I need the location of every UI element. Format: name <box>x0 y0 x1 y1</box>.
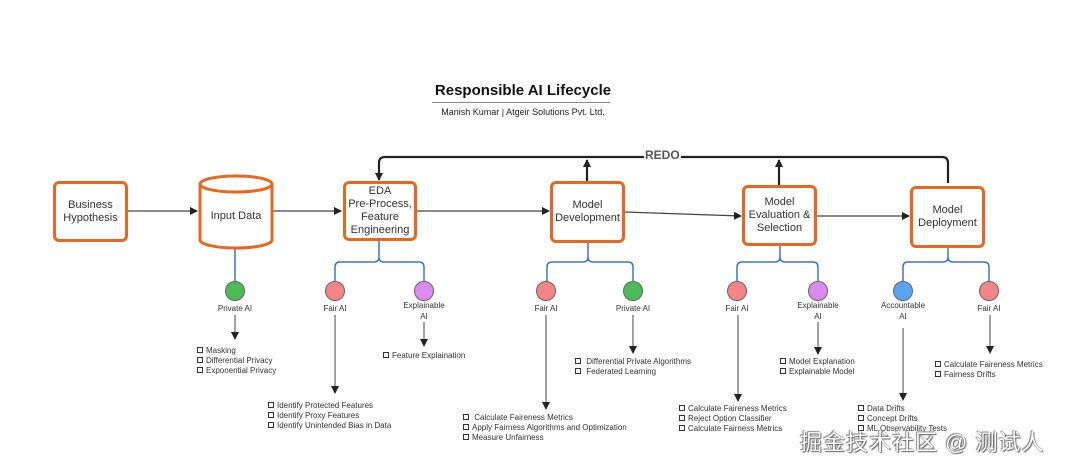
items-private-ai-input: Masking Differential Privacy Exponential… <box>197 346 276 376</box>
pillar-label: Fair AI <box>323 304 347 313</box>
list-item: Calculate Faireness Metrics <box>935 360 1043 370</box>
fair-ai-circle <box>325 281 345 301</box>
stage-model-deployment: Model Deployment <box>910 186 985 248</box>
list-item: ML Observability Tests <box>858 424 947 434</box>
stage-business-hypothesis: Business Hypothesis <box>53 181 128 242</box>
list-item: Masking <box>197 346 276 356</box>
branch-deployment <box>902 248 990 281</box>
list-item: Explainable Model <box>780 367 855 377</box>
diagram-title: Responsible AI Lifecycle <box>434 82 612 99</box>
list-item: Fairness Drifts <box>935 370 1043 380</box>
accountable-ai-circle <box>893 281 913 301</box>
connector-development-to-evaluation <box>624 211 742 220</box>
list-item: Apply Fairness Algorithms and Optimizati… <box>463 423 627 433</box>
watermark: 掘金技术社区 @ 测试人 <box>800 430 1045 455</box>
pillar-label: Fair AI <box>977 304 1001 313</box>
branch-development <box>546 243 634 281</box>
stage-model-evaluation: Model Evaluation & Selection <box>742 185 817 246</box>
items-fair-ai-eda: Identify Protected Features Identify Pro… <box>268 401 391 431</box>
private-ai-circle <box>623 281 643 301</box>
pillar-label: Private AI <box>615 304 651 313</box>
list-item: Data Drifts <box>858 404 947 414</box>
list-item: Reject Option Classifier <box>679 414 787 424</box>
list-item: Federated Learning <box>575 367 691 377</box>
fair-ai-circle <box>727 281 747 301</box>
items-private-ai-development: Differential Private Algorithms Federate… <box>575 357 691 377</box>
list-item: Identify Protected Features <box>268 401 391 411</box>
list-item: Model Explanation <box>780 357 855 367</box>
input-data-cylinder <box>198 174 274 250</box>
branch-eda <box>334 240 425 281</box>
items-accountable-ai-deployment: Data Drifts Concept Drifts ML Observabil… <box>858 404 947 434</box>
items-fair-ai-development: Calculate Faireness Metrics Apply Fairne… <box>463 413 627 443</box>
list-item: Exponential Privacy <box>197 366 276 376</box>
list-item: Concept Drifts <box>858 414 947 424</box>
list-item: Calculate Fairness Metrics <box>679 424 787 434</box>
stage-input-data: Input Data <box>210 210 262 222</box>
list-item: Differential Privacy <box>197 356 276 366</box>
fair-ai-circle <box>979 281 999 301</box>
list-item: Calculate Faireness Metrics <box>679 404 787 414</box>
stage-model-development: Model Development <box>550 181 625 243</box>
pillar-label: Explainable AI <box>403 301 445 321</box>
items-fair-ai-evaluation: Calculate Faireness Metrics Reject Optio… <box>679 404 787 434</box>
redo-label: REDO <box>644 148 681 162</box>
private-ai-circle <box>225 281 245 301</box>
stage-eda: EDA Pre-Process, Feature Engineering <box>343 181 417 241</box>
pillar-label: Accountable AI <box>880 301 926 321</box>
items-explainable-ai-evaluation: Model Explanation Explainable Model <box>780 357 855 377</box>
fair-ai-circle <box>536 281 556 301</box>
diagram-subtitle: Manish Kumar | Atgeir Solutions Pvt. Ltd… <box>441 107 605 117</box>
list-item: Measure Unfairness <box>463 433 627 443</box>
items-explainable-ai-eda: Feature Explaination <box>383 351 465 361</box>
pillar-label: Explainable AI <box>797 301 839 321</box>
list-item: Identify Unintended Bias in Data <box>268 421 391 431</box>
branch-evaluation <box>736 246 819 281</box>
items-fair-ai-deployment: Calculate Faireness Metrics Fairness Dri… <box>935 360 1043 380</box>
explainable-ai-circle <box>414 281 434 301</box>
pillar-label: Fair AI <box>725 304 749 313</box>
pillar-label: Private AI <box>217 304 253 313</box>
list-item: Feature Explaination <box>383 351 465 361</box>
list-item: Calculate Faireness Metrics <box>463 413 627 423</box>
title-divider <box>432 102 610 103</box>
list-item: Identify Proxy Features <box>268 411 391 421</box>
explainable-ai-circle <box>808 281 828 301</box>
list-item: Differential Private Algorithms <box>575 357 691 367</box>
pillar-label: Fair AI <box>534 304 558 313</box>
